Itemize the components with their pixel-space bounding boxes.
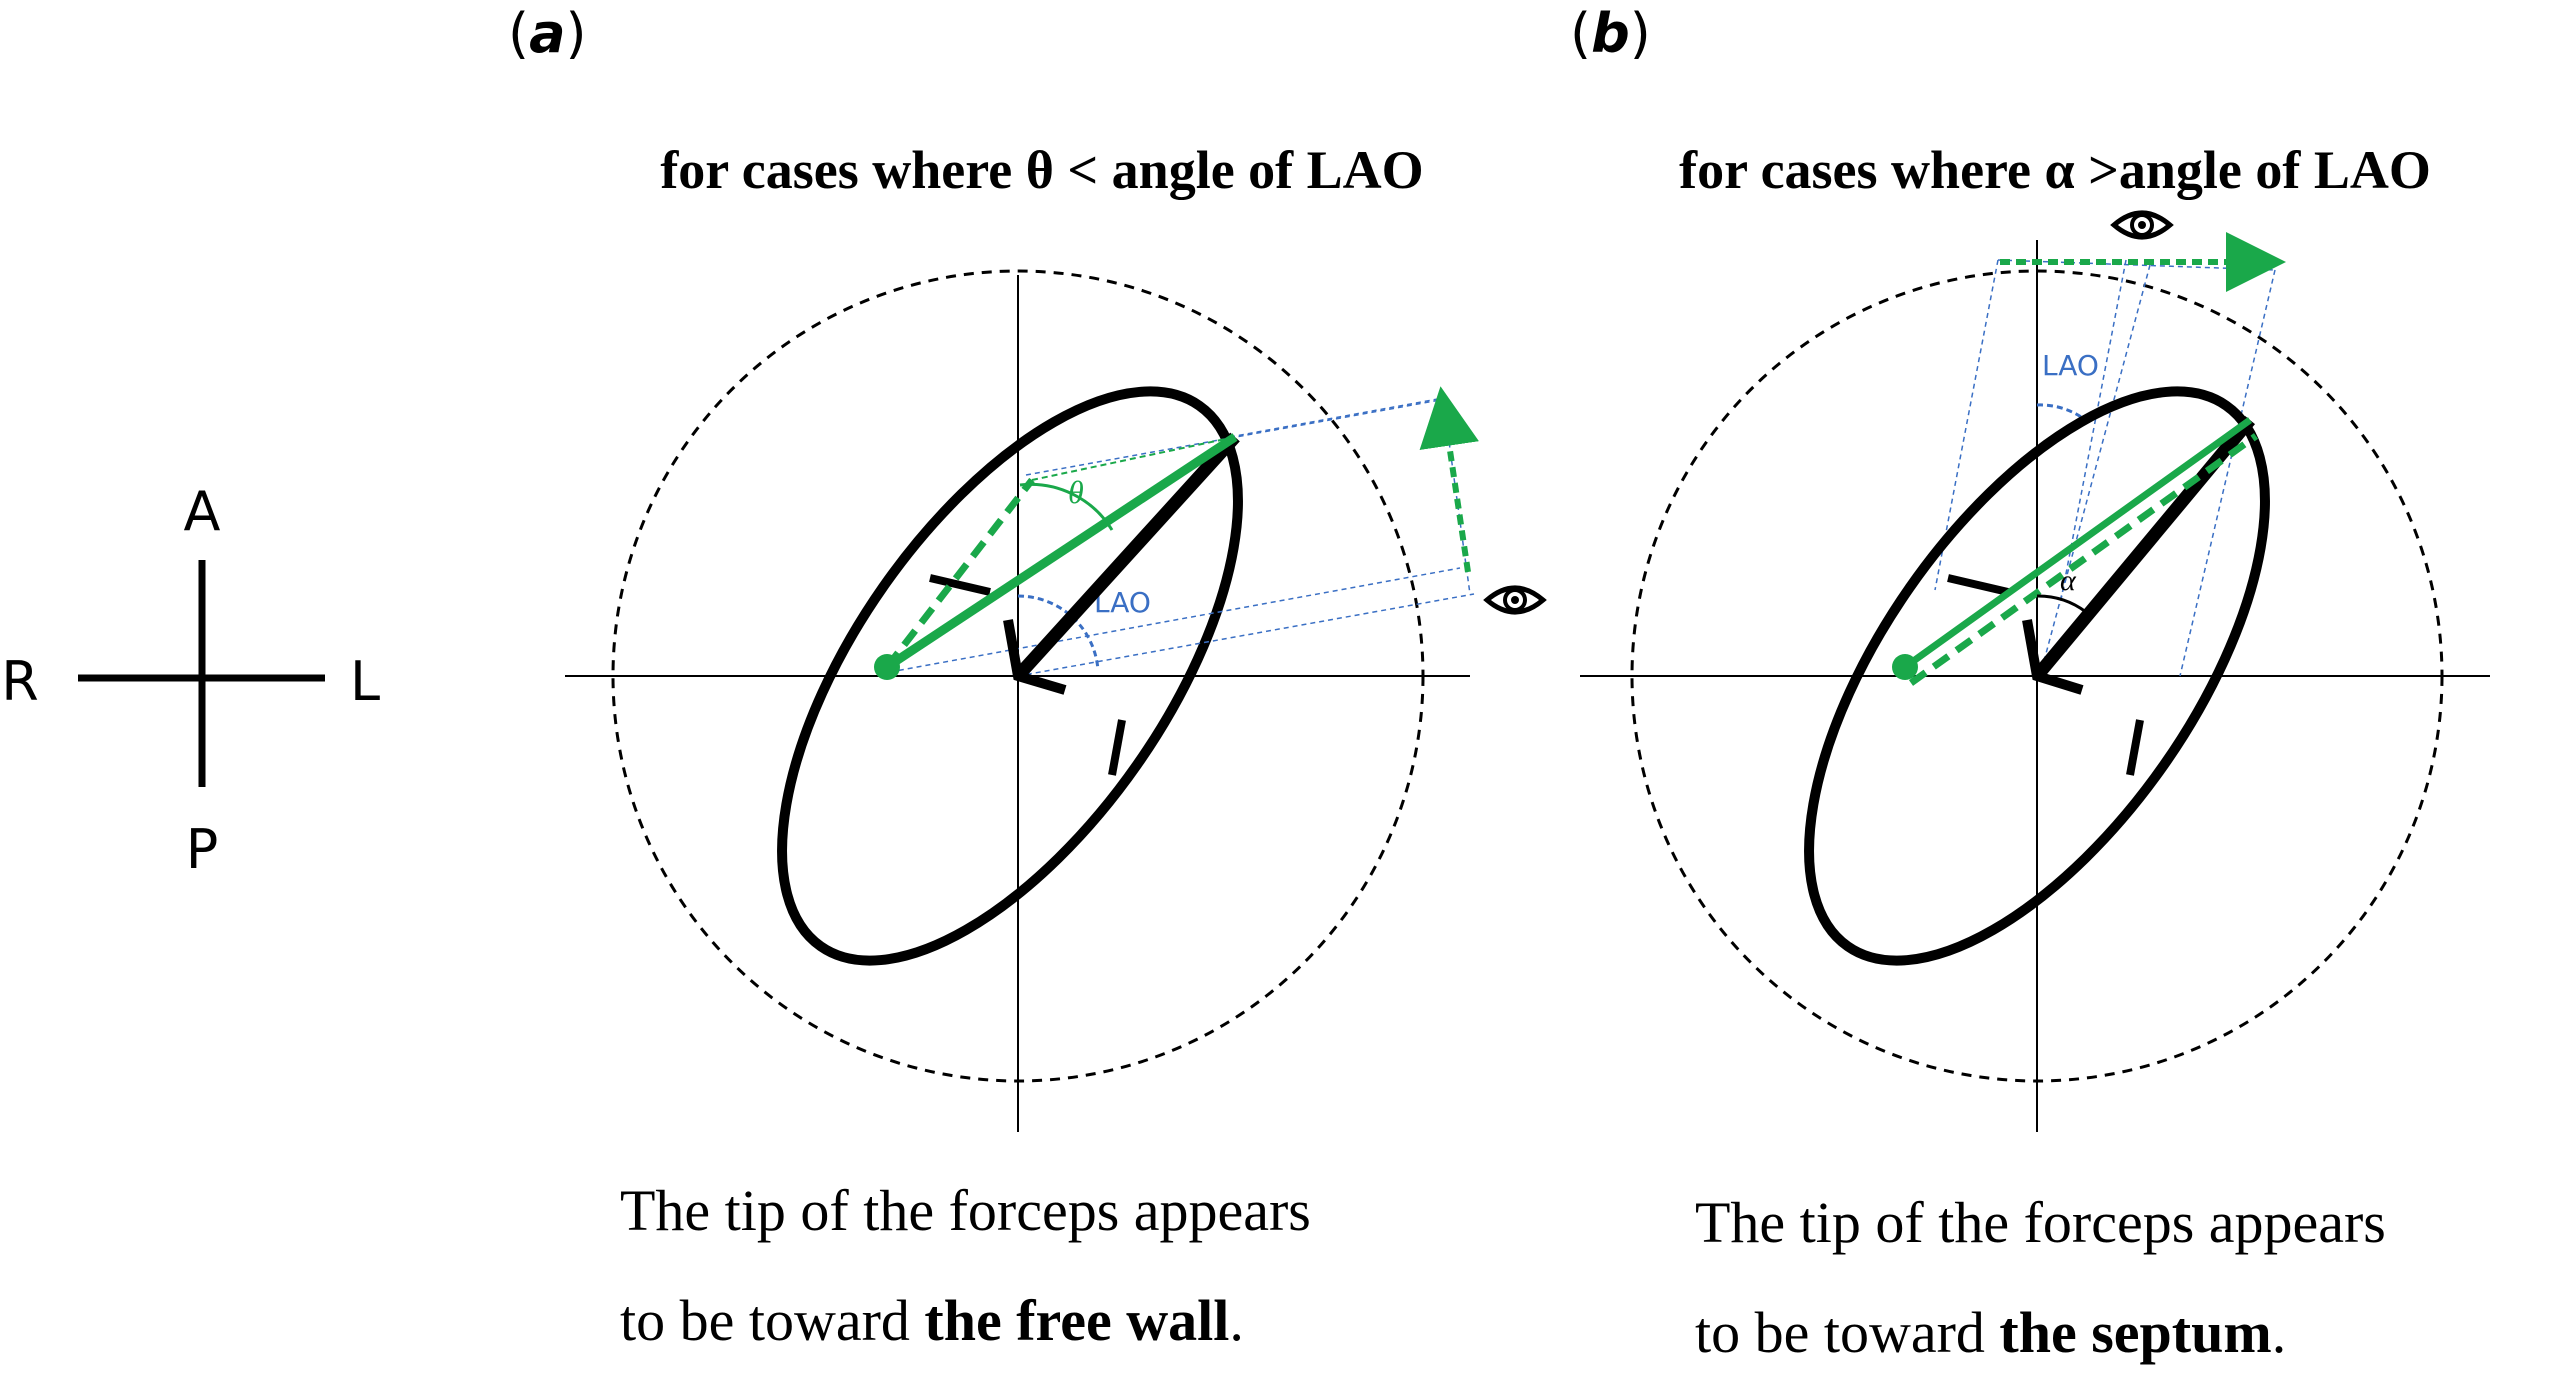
panel-b-septal-axis-head <box>2022 619 2084 695</box>
panel-a-septal-axis-head <box>1003 619 1067 695</box>
panel-a-label: (a) <box>508 2 587 65</box>
panel-a-tick-left <box>929 574 991 596</box>
compass-label-posterior: P <box>186 818 219 881</box>
panel-a-projected-arrow <box>1419 386 1479 573</box>
panel-a-caption-line1: The tip of the forceps appears <box>620 1178 1311 1243</box>
panel-a-caption-line2: to be toward the free wall. <box>620 1288 1244 1353</box>
panel-b-heading: for cases where α >angle of LAO <box>1679 140 2431 200</box>
panel-b-projection-lines <box>1934 259 2276 677</box>
compass-label-anterior: A <box>184 480 221 543</box>
panel-a-forceps-solid <box>884 433 1238 671</box>
panel-b: (b) for cases where α >angle of LAO LAO <box>1570 2 2490 1365</box>
panel-b-caption-line2: to be toward the septum. <box>1695 1300 2286 1365</box>
panel-b-pericardial-circle <box>1630 269 2444 1083</box>
panel-b-ventricle-ellipse <box>1804 386 2270 966</box>
panel-a-projection-lines <box>889 397 1475 677</box>
orientation-compass: A P R L <box>1 480 380 881</box>
panel-b-label: (b) <box>1570 2 1651 65</box>
compass-label-right: R <box>1 650 39 713</box>
eye-icon <box>2110 210 2174 240</box>
panel-b-lao-label: LAO <box>2042 349 2099 382</box>
panel-a-ventricle-ellipse <box>777 386 1243 966</box>
panel-b-alpha-arc <box>2036 594 2087 614</box>
panel-a-theta-label: θ <box>1068 474 1084 510</box>
panel-a-tick-bottom <box>1108 719 1126 776</box>
panel-b-alpha-label: α <box>2060 564 2077 597</box>
panel-a-heading: for cases where θ < angle of LAO <box>660 140 1423 200</box>
panel-b-forceps-solid <box>1902 417 2253 670</box>
panel-a-forceps-tip <box>874 654 900 680</box>
panel-a: (a) for cases where θ < angle of LAO LAO <box>508 2 1547 1353</box>
compass-label-left: L <box>350 650 380 713</box>
panel-b-caption-line1: The tip of the forceps appears <box>1695 1190 2386 1255</box>
panel-a-lao-arc <box>1017 594 1100 671</box>
panel-a-septal-axis <box>1013 432 1240 681</box>
panel-b-forceps-tip <box>1892 654 1918 680</box>
panel-a-forceps-guide <box>1031 436 1236 481</box>
panel-a-forceps-dashed <box>884 477 1035 670</box>
panel-b-tick-bottom <box>2126 719 2144 776</box>
panel-a-theta-arc <box>1019 482 1114 531</box>
panel-b-tick-left <box>1947 574 2009 596</box>
eye-icon <box>1483 585 1547 615</box>
panel-b-forceps-dashed <box>1908 433 2259 686</box>
panel-a-pericardial-circle <box>611 269 1425 1083</box>
